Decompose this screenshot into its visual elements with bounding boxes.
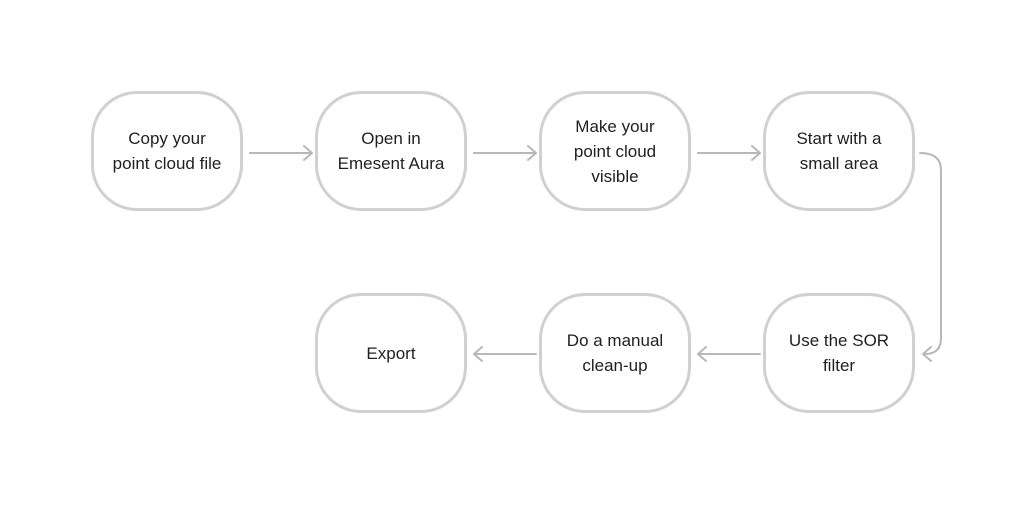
- step-use-sor-filter: Use the SOR filter: [763, 293, 915, 413]
- step-label: Open in Emesent Aura: [337, 129, 445, 173]
- step-export: Export: [315, 293, 467, 413]
- step-label: Copy your point cloud file: [112, 129, 222, 173]
- connector-arrow: [919, 152, 942, 362]
- connector-arrow: [249, 145, 313, 161]
- step-label: Do a manual clean-up: [566, 331, 664, 375]
- step-label: Use the SOR filter: [788, 331, 890, 375]
- step-manual-clean-up: Do a manual clean-up: [539, 293, 691, 413]
- step-copy-point-cloud-file: Copy your point cloud file: [91, 91, 243, 211]
- step-label: Make your point cloud visible: [573, 116, 657, 186]
- connector-arrow: [473, 145, 537, 161]
- step-label: Start with a small area: [796, 129, 882, 173]
- step-make-point-cloud-visible: Make your point cloud visible: [539, 91, 691, 211]
- connector-arrow: [473, 346, 537, 362]
- step-label: Export: [366, 343, 416, 363]
- connector-arrow: [697, 346, 761, 362]
- step-start-with-small-area: Start with a small area: [763, 91, 915, 211]
- connector-arrow: [697, 145, 761, 161]
- step-open-in-emesent-aura: Open in Emesent Aura: [315, 91, 467, 211]
